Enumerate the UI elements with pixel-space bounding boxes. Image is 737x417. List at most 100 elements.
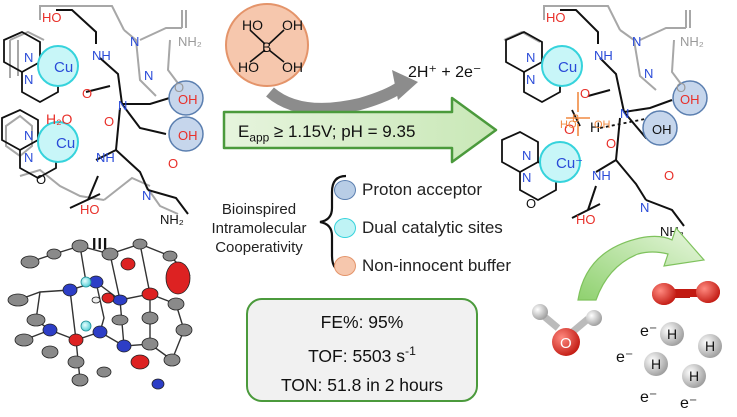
atom-label: OH [282, 59, 303, 75]
atom-label: OH [680, 92, 700, 107]
atom-label: H [705, 338, 715, 354]
proton-acceptor-marker [168, 116, 204, 152]
atom-label: O [580, 86, 590, 101]
atom-label: H [667, 326, 677, 342]
atom-label: H [590, 119, 600, 135]
atom-label: NH [96, 150, 115, 165]
curved-release-arrow [266, 81, 406, 115]
turnover-frequency: TOF: 5503 s-1 [248, 337, 476, 371]
legend-swatch [334, 218, 356, 238]
compound-label: III [92, 236, 109, 253]
atom-label: OH [178, 92, 198, 107]
atom-label: NH₂ [178, 34, 202, 49]
atom-label: NH [592, 168, 611, 183]
atom-label: O [526, 196, 536, 211]
electron-label: e⁻ [616, 349, 633, 366]
legend-swatch [334, 180, 356, 200]
legend-item-dual-catalytic-sites: Dual catalytic sites [334, 216, 574, 242]
products-label: 2H⁺ + 2e⁻ [408, 64, 482, 81]
atom-label: Cu [56, 135, 75, 152]
performance-stats-box: FE%: 95% TOF: 5503 s-1 TON: 51.8 in 2 ho… [246, 298, 478, 402]
atom-label: OH [178, 128, 198, 143]
atom-label: O [168, 156, 178, 171]
atom-label: HO [238, 59, 259, 75]
faradaic-efficiency: FE%: 95% [320, 312, 404, 332]
atom-label: OH [282, 17, 303, 33]
bioinspired-line: Intramolecular [211, 220, 307, 237]
atom-label: N [24, 72, 33, 87]
curved-arrow-head [392, 70, 418, 100]
atom-label: N [522, 148, 531, 163]
atom-label: N [24, 150, 33, 165]
condition-text: ≥ 1.15V; pH = 9.35 [269, 122, 416, 141]
atom-label: B [262, 39, 271, 55]
atom-label: O [104, 114, 114, 129]
atom-label: NH₂ [680, 34, 704, 49]
atom-label: HO [576, 212, 596, 227]
proton-acceptor-marker [642, 110, 678, 146]
turnover-number: TON: 51.8 in 2 hours [280, 374, 444, 395]
atom-label: NH₂ [160, 212, 184, 227]
atom-label: O [564, 121, 575, 137]
atom-label: HO [242, 17, 263, 33]
atom-label: N [130, 34, 139, 49]
atom-label: HO [546, 10, 566, 25]
atom-label: OH [652, 122, 672, 137]
hydrogen-atoms: H H H H [644, 322, 722, 388]
bioinspired-line: Cooperativity [215, 239, 303, 256]
legend-label: Non-innocent buffer [362, 256, 512, 275]
atom-label: HO [42, 10, 62, 25]
oxygen-molecule [652, 281, 720, 305]
reaction-arrow [222, 96, 498, 164]
tof-unit-exponent: -1 [405, 344, 416, 358]
borate-buffer: HO OH B HO OH [225, 3, 309, 87]
bioinspired-line: Bioinspired [221, 201, 297, 218]
copper-site [541, 45, 583, 87]
atom-label: Cu⁻ [556, 155, 583, 172]
hydrogen-bond [599, 117, 651, 129]
atom-label: N [142, 188, 151, 203]
bioinspired-text: Bioinspired Intramolecular Cooperativity [196, 200, 322, 257]
water-molecule: O [532, 304, 602, 356]
potential-subscript: app [249, 130, 270, 145]
atom-label: NH [594, 48, 613, 63]
atom-label: N [640, 200, 649, 215]
tof-value: TOF: 5503 s [308, 345, 406, 366]
copper-site [37, 45, 79, 87]
legend-label: Dual catalytic sites [362, 218, 503, 237]
atom-label: O [36, 172, 46, 187]
proton-acceptor-marker [672, 80, 708, 116]
atom-label: O [560, 335, 572, 352]
atom-label: HO [560, 119, 577, 131]
atom-label: N [644, 66, 653, 81]
reaction-conditions: Eapp ≥ 1.15V; pH = 9.35 [238, 122, 415, 144]
atom-label: O [676, 80, 686, 95]
legend-label: Proton acceptor [362, 180, 483, 199]
copper-site [37, 121, 79, 163]
atom-label: N [118, 98, 127, 113]
atom-label: H [651, 356, 661, 372]
atom-label: O [606, 136, 616, 151]
atom-label: O [174, 80, 184, 95]
electron-label: e⁻ [640, 323, 657, 340]
atom-label: NH [92, 48, 111, 63]
atom-label: OH [594, 119, 611, 131]
atom-label: H [689, 368, 699, 384]
electrons: e⁻ e⁻ e⁻ e⁻ [616, 323, 697, 412]
atom-label: Cu [54, 59, 73, 76]
atom-label: N [526, 50, 535, 65]
atom-label: Cu [558, 59, 577, 76]
right-molecule: Cu Cu⁻ N N N N HO NH O O H O NH O N N N … [501, 5, 708, 239]
potential-symbol: E [238, 122, 250, 141]
electron-label: e⁻ [680, 395, 697, 412]
legend-swatch [334, 256, 356, 276]
atom-label: N [526, 72, 535, 87]
atom-label: N [632, 34, 641, 49]
atom-label: N [24, 50, 33, 65]
electron-label: e⁻ [640, 389, 657, 406]
o2-evolution-arrow [577, 226, 706, 301]
copper-site [539, 141, 581, 183]
atom-label: O [82, 86, 92, 101]
atom-label: HO [80, 202, 100, 217]
atom-label: N [522, 170, 531, 185]
